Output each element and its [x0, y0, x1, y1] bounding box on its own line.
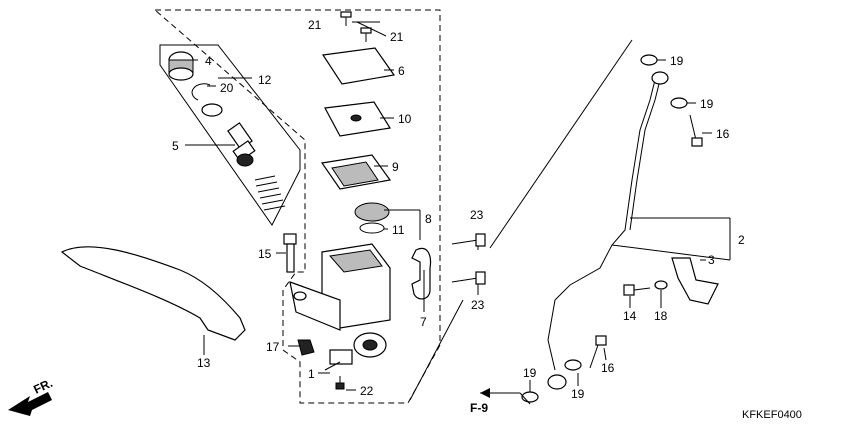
diagram-code: KFKEF0400 [742, 409, 802, 421]
f9-reference-label: F-9 [470, 401, 488, 415]
callout-13: 13 [197, 356, 211, 370]
washer-18 [654, 280, 668, 290]
callout-18: 18 [654, 309, 668, 323]
callout-19d: 19 [571, 387, 585, 401]
part-boot [168, 51, 194, 81]
callout-11: 11 [392, 223, 405, 237]
piston-kit-bracket [159, 44, 301, 226]
callout-1: 1 [308, 367, 315, 381]
assembly-boundary-dashed [153, 9, 441, 404]
washer-19b [670, 97, 688, 109]
part-o-ring [359, 222, 385, 234]
callout-21b: 21 [390, 30, 404, 44]
callout-14: 14 [623, 309, 637, 323]
brake-hose [547, 79, 661, 371]
bolt-14 [623, 284, 651, 296]
callout-4: 4 [205, 54, 212, 68]
callout-8: 8 [425, 212, 432, 226]
callout-6: 6 [398, 64, 405, 78]
screw-21b [360, 27, 372, 42]
f9-reference-arrow [480, 388, 531, 405]
washer-19c [521, 391, 539, 403]
callout-3: 3 [708, 253, 715, 267]
divider-line [489, 39, 633, 249]
callout-9: 9 [392, 160, 399, 174]
callout-5: 5 [172, 139, 179, 153]
leader-lines [185, 21, 712, 392]
part-piston [227, 122, 256, 167]
callout-22: 22 [360, 384, 374, 398]
callout-12: 12 [258, 73, 272, 87]
hose-fitting-bottom [547, 374, 567, 390]
part-circlip [191, 83, 211, 101]
callout-23a: 23 [470, 208, 484, 222]
nut-17 [297, 339, 315, 356]
part-holder [411, 247, 432, 300]
callout-17: 17 [266, 340, 280, 354]
bolt-16b [589, 335, 607, 369]
callout-21a: 21 [308, 18, 322, 32]
callout-15: 15 [258, 247, 272, 261]
callout-19b: 19 [700, 97, 714, 111]
fr-direction-label: FR. [31, 376, 54, 397]
part-brake-lever [60, 246, 246, 341]
part-washer [201, 103, 223, 117]
part-diaphragm [320, 154, 392, 190]
callout-16b: 16 [601, 361, 615, 375]
washer-19a [640, 54, 658, 66]
callout-16a: 16 [716, 127, 730, 141]
fr-direction-arrow [8, 392, 52, 416]
callout-7: 7 [420, 315, 427, 329]
part-clamp [671, 257, 719, 305]
washer-19d [564, 359, 582, 371]
screw-21a [340, 11, 352, 26]
screw-22 [335, 376, 345, 390]
part-switch [324, 349, 353, 371]
bolt-16a [689, 114, 703, 147]
hose-fitting-top [651, 71, 669, 85]
bolt-23b [451, 271, 486, 285]
callout-10: 10 [398, 112, 412, 126]
bolt-15 [283, 233, 297, 273]
callout-23b: 23 [471, 298, 485, 312]
part-spring [254, 175, 286, 211]
callout-19a: 19 [670, 54, 684, 68]
master-cylinder-body [289, 243, 391, 358]
part-reservoir-cap [321, 47, 396, 85]
bolt-23a [451, 233, 486, 247]
plate-hole [350, 114, 362, 122]
callout-20: 20 [220, 81, 234, 95]
callout-19c: 19 [523, 366, 537, 380]
part-float [354, 202, 390, 222]
callout-2: 2 [738, 233, 745, 247]
